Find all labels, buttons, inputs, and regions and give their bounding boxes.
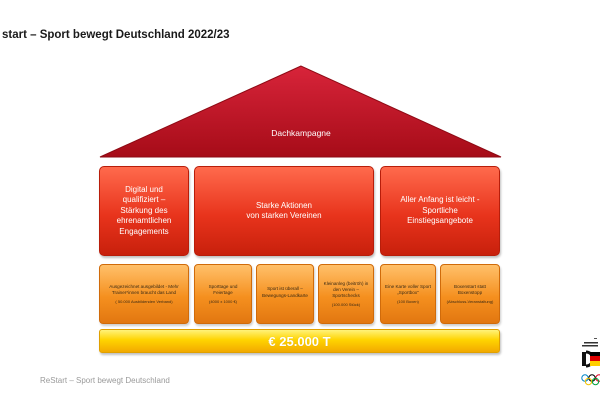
pillar-beginners-text: Aller Anfang ist leicht - Sportliche Ein… xyxy=(400,195,480,226)
roof-label: Dachkampagne xyxy=(271,128,331,138)
pillar-digital-text: Digital und qualifiziert – Stärkung des … xyxy=(116,185,172,236)
measure-sportbox-sub: (100 Boxen) xyxy=(397,299,419,305)
pillar-actions: Starke Aktionen von starken Vereinen xyxy=(194,166,374,256)
budget-bar: € 25.000 T xyxy=(99,329,500,353)
measure-sportbox: Eine Karte voller Sport „Sportbox" (100 … xyxy=(380,264,436,324)
measure-sportbox-text: Eine Karte voller Sport „Sportbox" xyxy=(385,283,431,295)
pillar-actions-text: Starke Aktionen von starken Vereinen xyxy=(246,200,322,220)
measure-boxenstart-sub: (Abschluss-Veranstaltung) xyxy=(446,299,494,305)
measure-sporttage: Sporttage und Feiertage (4000 x 1000 €) xyxy=(194,264,252,324)
measure-trainers-sub: ( 50.000 Ausbildenden Verband) xyxy=(115,299,173,305)
budget-label: € 25.000 T xyxy=(268,333,331,349)
slide-title: start – Sport bewegt Deutschland 2022/23 xyxy=(2,29,230,41)
measure-sporttage-text: Sporttage und Feiertage xyxy=(208,283,238,295)
measure-landkarte: Sport ist überall – Bewegungs-Landkarte xyxy=(256,264,314,324)
measure-sporttage-sub: (4000 x 1000 €) xyxy=(208,299,238,305)
pillar-beginners: Aller Anfang ist leicht - Sportliche Ein… xyxy=(380,166,500,256)
measure-trainers-text: Ausgezeichnet ausgebildet - Mehr Trainer… xyxy=(109,283,179,295)
dosb-logo xyxy=(581,338,600,386)
measure-boxenstart-text: Boxenstart statt Boxenstopp xyxy=(454,283,486,295)
roof-triangle xyxy=(99,65,502,158)
measure-trainers: Ausgezeichnet ausgebildet - Mehr Trainer… xyxy=(99,264,189,324)
measure-sportschecks: Kleinanleg (beitröh) in den Verein – Spo… xyxy=(318,264,374,324)
pillar-digital: Digital und qualifiziert – Stärkung des … xyxy=(99,166,189,256)
footer-text: ReStart – Sport bewegt Deutschland xyxy=(40,376,170,385)
measure-boxenstart: Boxenstart statt Boxenstopp (Abschluss-V… xyxy=(440,264,500,324)
measure-sportschecks-sub: (100.000 Stück) xyxy=(331,302,361,308)
measure-landkarte-text: Sport ist überall – Bewegungs-Landkarte xyxy=(262,286,308,298)
measure-sportschecks-text: Kleinanleg (beitröh) in den Verein – Spo… xyxy=(323,280,369,298)
